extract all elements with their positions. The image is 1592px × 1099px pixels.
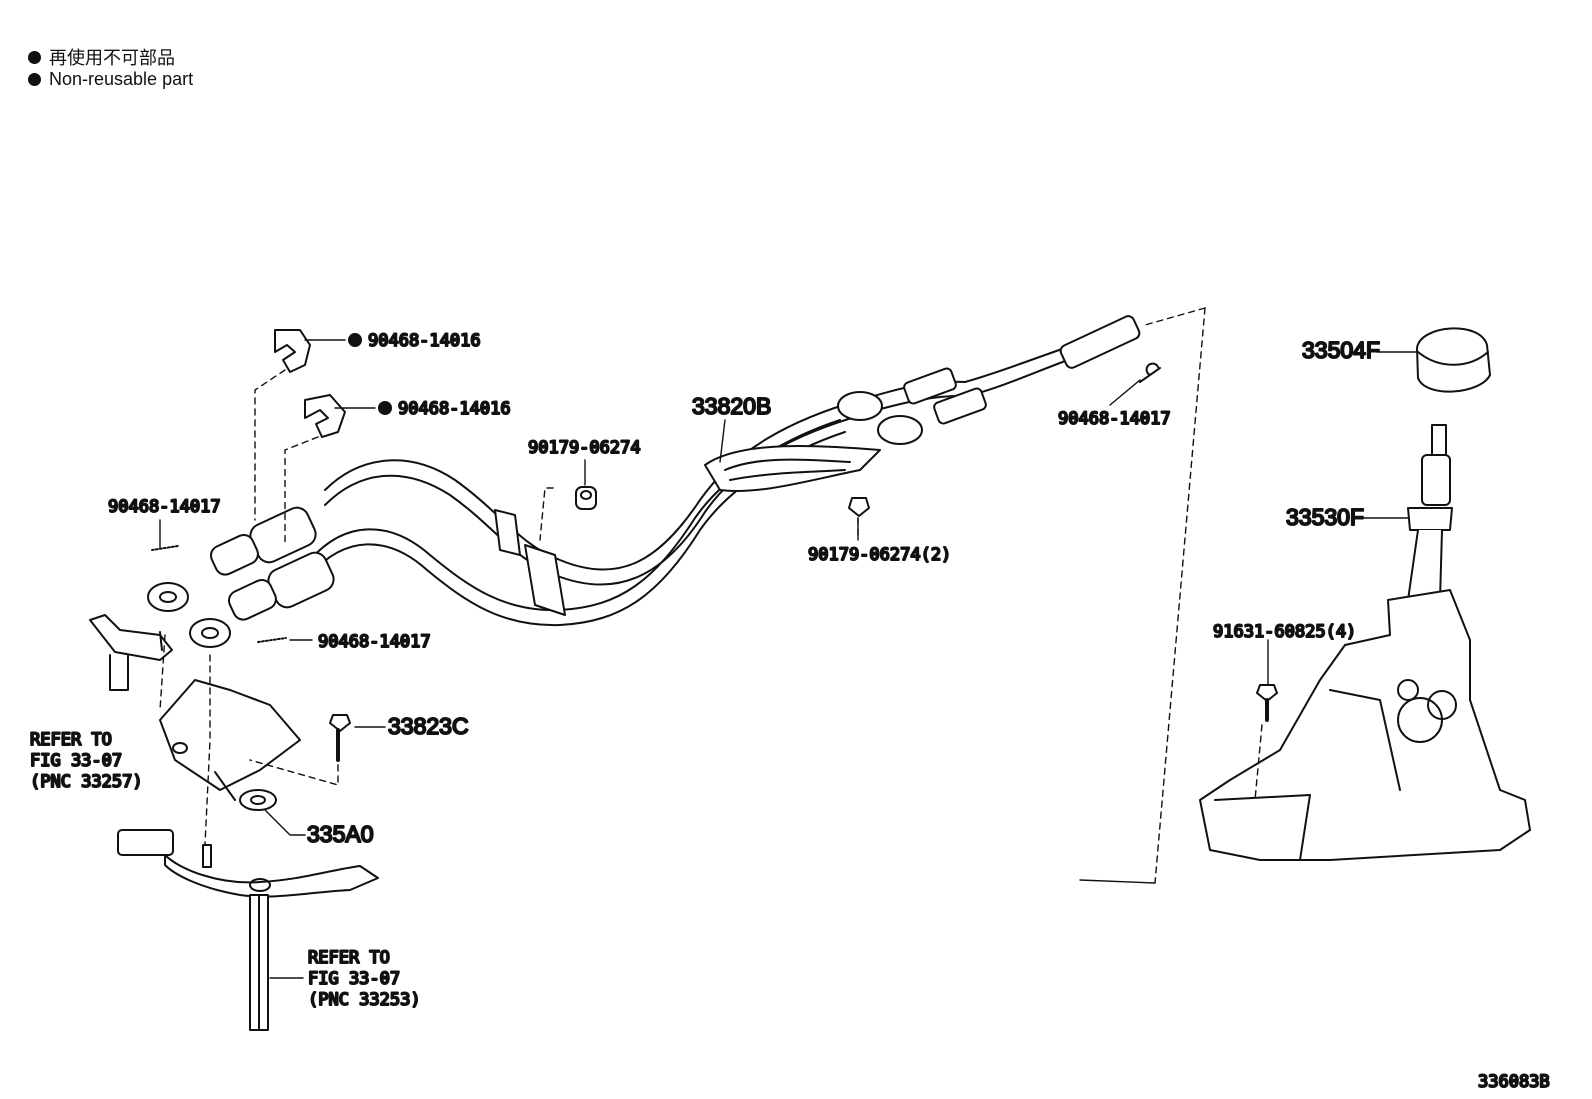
callout-bolt-bracket: 33823C (388, 713, 469, 739)
legend-row-en: Non-reusable part (28, 69, 193, 90)
dashed-guides (159, 307, 1263, 884)
callout-pin-lower: 90468-14017 (318, 632, 431, 652)
clip-shapes (274, 329, 346, 438)
callout-pin-right: 90468-14017 (1058, 409, 1171, 429)
nonreusable-dot-icon (348, 333, 362, 347)
refer-bottom-line1: REFER TO (308, 948, 390, 968)
refer-left-line1: REFER TO (30, 730, 112, 750)
callout-lever: 33530F (1286, 504, 1364, 530)
refer-bottom-line3: (PNC 33253) (308, 990, 421, 1010)
shifter-assembly-shape (1199, 327, 1531, 861)
callout-bracket: 335A0 (307, 821, 374, 847)
legend-en-text: Non-reusable part (49, 69, 194, 89)
callout-bolts: 91631-60825(4) (1213, 622, 1356, 642)
nonreusable-dot-icon (28, 73, 41, 86)
leader-lines (159, 339, 1419, 979)
legend-jp-text: 再使用不可部品 (49, 48, 175, 68)
callout-nut: 90179-06274(2) (808, 545, 951, 565)
nonreusable-dot-icon (378, 401, 392, 415)
callout-clip-upper: 90468-14016 (368, 331, 481, 351)
refer-left-line3: (PNC 33257) (30, 772, 143, 792)
nonreusable-dot-icon (28, 50, 41, 64)
callout-knob: 33504F (1302, 337, 1380, 363)
callout-cable-assembly: 33820B (692, 393, 771, 419)
callout-grommet: 90179-06274 (528, 438, 641, 458)
cable-ends (147, 582, 231, 648)
pin-shapes (151, 362, 1161, 643)
callout-clip-lower: 90468-14016 (398, 399, 511, 419)
refer-bottom-line2: FIG 33-07 (308, 969, 400, 989)
bracket-335a0-shape (159, 679, 351, 811)
callout-pin-left: 90468-14017 (108, 497, 221, 517)
cable-bracket-shape (704, 444, 881, 492)
shaft-ref-bottom (117, 829, 379, 1031)
refer-left-line2: FIG 33-07 (30, 751, 122, 771)
cable-sleeves (210, 315, 1141, 621)
figure-id: 336083B (1478, 1072, 1550, 1092)
legend-row-jp: 再使用不可部品 (28, 44, 175, 70)
lever-ref-left (89, 614, 173, 691)
grommet-nut-shapes (575, 486, 870, 517)
